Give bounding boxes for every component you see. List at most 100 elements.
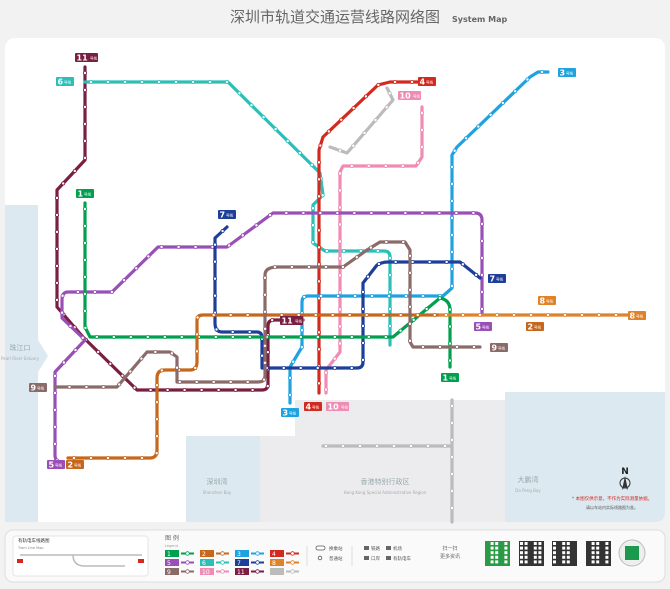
station-marker[interactable] <box>349 163 354 168</box>
station-marker[interactable] <box>83 206 88 211</box>
station-marker[interactable] <box>384 105 389 110</box>
station-marker[interactable] <box>108 361 113 366</box>
station-marker[interactable] <box>398 312 403 317</box>
station-marker[interactable] <box>449 215 454 220</box>
station-marker[interactable] <box>338 148 343 153</box>
station-marker[interactable] <box>193 244 198 249</box>
station-marker[interactable] <box>55 246 60 251</box>
station-marker[interactable] <box>233 387 238 392</box>
station-marker[interactable] <box>117 382 122 387</box>
station-marker[interactable] <box>477 312 482 317</box>
station-marker[interactable] <box>92 289 97 294</box>
station-marker[interactable] <box>60 310 65 315</box>
station-marker[interactable] <box>237 91 242 96</box>
station-marker[interactable] <box>139 80 144 85</box>
station-marker[interactable] <box>400 163 405 168</box>
station-marker[interactable] <box>227 243 232 248</box>
station-marker[interactable] <box>262 292 267 297</box>
station-marker[interactable] <box>479 272 484 277</box>
station-marker[interactable] <box>332 365 337 370</box>
station-marker[interactable] <box>437 211 442 216</box>
station-marker[interactable] <box>354 255 359 260</box>
station-marker[interactable] <box>381 312 386 317</box>
station-marker[interactable] <box>193 365 198 370</box>
station-marker[interactable] <box>387 273 392 278</box>
station-marker[interactable] <box>73 348 78 353</box>
station-marker[interactable] <box>220 229 225 234</box>
station-marker[interactable] <box>211 312 216 317</box>
station-marker[interactable] <box>415 312 420 317</box>
station-marker[interactable] <box>337 290 342 295</box>
station-marker[interactable] <box>447 307 452 312</box>
station-marker[interactable] <box>55 297 60 302</box>
station-marker[interactable] <box>287 375 292 380</box>
station-marker[interactable] <box>316 279 321 284</box>
station-marker[interactable] <box>109 289 114 294</box>
station-marker[interactable] <box>247 334 252 339</box>
station-marker[interactable] <box>148 387 153 392</box>
station-marker[interactable] <box>132 385 137 390</box>
station-marker[interactable] <box>349 334 354 339</box>
station-marker[interactable] <box>479 238 484 243</box>
station-marker[interactable] <box>194 379 199 384</box>
station-marker[interactable] <box>513 89 518 94</box>
station-marker[interactable] <box>332 356 337 361</box>
station-marker[interactable] <box>360 340 365 345</box>
station-marker[interactable] <box>268 213 273 218</box>
station-marker[interactable] <box>259 353 264 358</box>
station-marker[interactable] <box>165 387 170 392</box>
station-marker[interactable] <box>83 138 88 143</box>
station-marker[interactable] <box>212 293 217 298</box>
station-marker[interactable] <box>460 312 465 317</box>
station-marker[interactable] <box>447 358 452 363</box>
station-marker[interactable] <box>301 210 306 215</box>
station-marker[interactable] <box>471 211 476 216</box>
station-marker[interactable] <box>366 163 371 168</box>
station-marker[interactable] <box>437 344 442 349</box>
station-marker[interactable] <box>297 151 302 156</box>
station-marker[interactable] <box>154 417 159 422</box>
station-marker[interactable] <box>494 312 499 317</box>
station-marker[interactable] <box>392 80 397 85</box>
station-marker[interactable] <box>420 344 425 349</box>
station-marker[interactable] <box>326 129 331 134</box>
station-marker[interactable] <box>214 327 219 332</box>
station-marker[interactable] <box>106 80 111 85</box>
station-marker[interactable] <box>228 312 233 317</box>
station-marker[interactable] <box>341 248 346 253</box>
station-marker[interactable] <box>393 259 398 264</box>
station-marker[interactable] <box>53 390 58 395</box>
station-marker[interactable] <box>443 312 448 317</box>
station-marker[interactable] <box>580 312 585 317</box>
station-marker[interactable] <box>500 101 505 106</box>
station-marker[interactable] <box>83 325 88 330</box>
station-marker[interactable] <box>159 244 164 249</box>
station-marker[interactable] <box>83 308 88 313</box>
station-marker[interactable] <box>391 443 396 448</box>
station-marker[interactable] <box>287 392 292 397</box>
station-marker[interactable] <box>262 326 267 331</box>
station-marker[interactable] <box>449 420 454 425</box>
station-marker[interactable] <box>425 443 430 448</box>
station-marker[interactable] <box>306 264 311 269</box>
station-marker[interactable] <box>387 91 392 96</box>
station-marker[interactable] <box>407 270 412 275</box>
station-marker[interactable] <box>182 387 187 392</box>
station-marker[interactable] <box>387 256 392 261</box>
station-marker[interactable] <box>83 88 88 93</box>
station-marker[interactable] <box>212 242 217 247</box>
station-marker[interactable] <box>407 253 412 258</box>
station-marker[interactable] <box>89 455 94 460</box>
station-marker[interactable] <box>153 349 158 354</box>
qr-code-icon[interactable] <box>485 541 510 566</box>
station-marker[interactable] <box>336 293 341 298</box>
station-marker[interactable] <box>128 334 133 339</box>
station-marker[interactable] <box>53 373 58 378</box>
station-marker[interactable] <box>272 265 277 270</box>
station-marker[interactable] <box>240 233 245 238</box>
